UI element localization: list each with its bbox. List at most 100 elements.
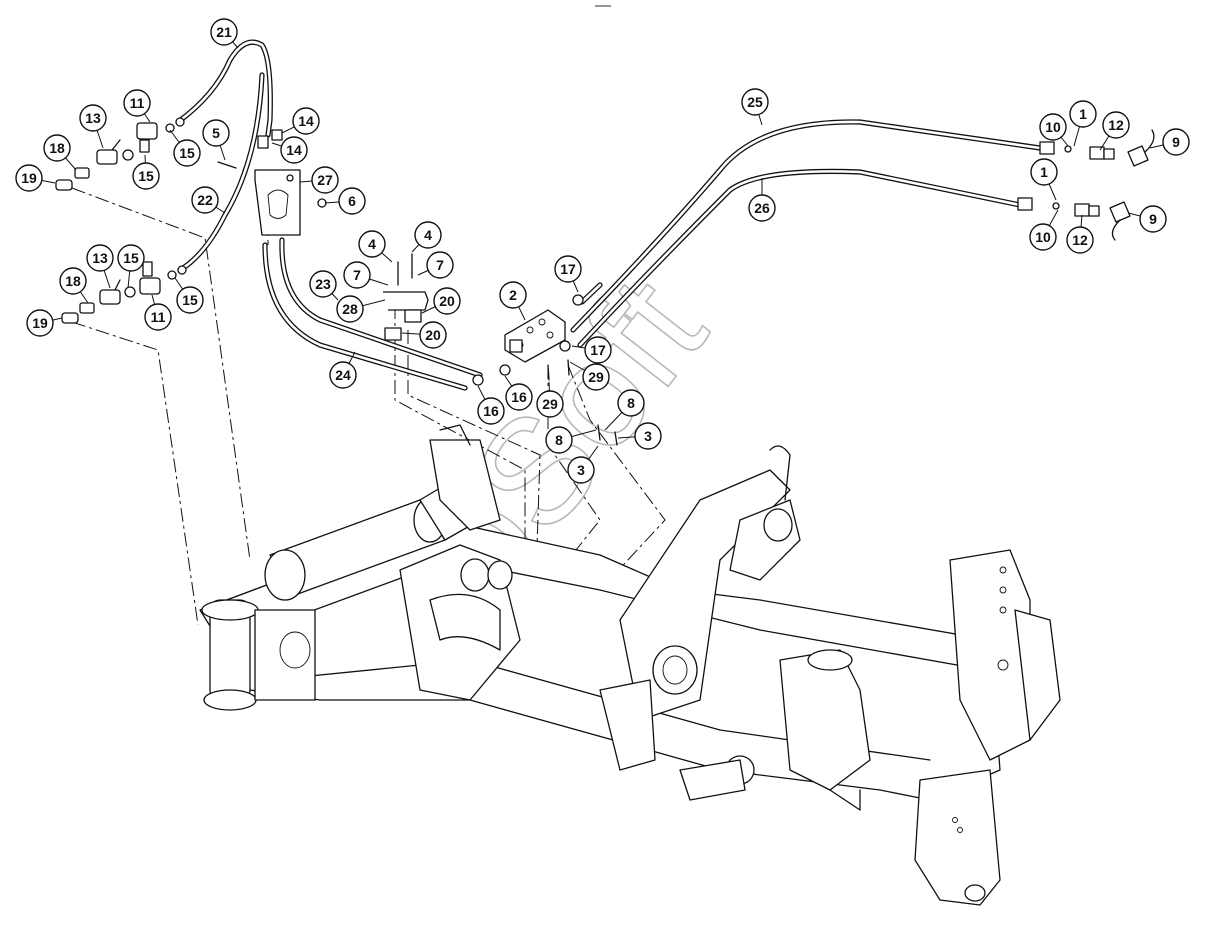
callout-circle bbox=[426, 251, 454, 279]
callout-label: 21 bbox=[216, 24, 232, 40]
callout-label: 9 bbox=[1172, 134, 1180, 150]
callout-label: 3 bbox=[577, 462, 585, 478]
callout-19: 19 bbox=[26, 309, 63, 337]
callout-label: 14 bbox=[298, 113, 314, 129]
callout-circle bbox=[1066, 226, 1094, 254]
callout-6: 6 bbox=[324, 187, 366, 215]
callout-7: 7 bbox=[343, 261, 389, 289]
callout-1: 1 bbox=[1069, 100, 1097, 147]
callout-label: 10 bbox=[1035, 229, 1051, 245]
callout-circle bbox=[505, 383, 533, 411]
callout-circle bbox=[202, 119, 230, 147]
callout-circle bbox=[117, 244, 145, 272]
callout-circle bbox=[1029, 223, 1057, 251]
callout-label: 12 bbox=[1108, 117, 1124, 133]
callout-label: 20 bbox=[439, 293, 455, 309]
callout-label: 20 bbox=[425, 327, 441, 343]
callout-13: 13 bbox=[79, 104, 107, 149]
callout-15: 15 bbox=[169, 129, 201, 167]
callout-label: 29 bbox=[588, 369, 604, 385]
callout-label: 15 bbox=[123, 250, 139, 266]
callout-circle bbox=[210, 18, 238, 46]
callout-label: 19 bbox=[32, 315, 48, 331]
callout-12: 12 bbox=[1099, 111, 1130, 151]
callout-14: 14 bbox=[271, 136, 308, 164]
callout-label: 15 bbox=[179, 145, 195, 161]
callout-circle bbox=[545, 426, 573, 454]
callout-17: 17 bbox=[554, 255, 582, 293]
callout-label: 19 bbox=[21, 170, 37, 186]
callout-label: 13 bbox=[85, 110, 101, 126]
callout-circle bbox=[336, 295, 364, 323]
callout-label: 29 bbox=[542, 396, 558, 412]
callout-circle bbox=[741, 88, 769, 116]
callout-circle bbox=[1139, 205, 1167, 233]
callout-circle bbox=[1162, 128, 1190, 156]
callout-label: 28 bbox=[342, 301, 358, 317]
callout-label: 4 bbox=[424, 227, 432, 243]
callout-label: 7 bbox=[436, 257, 444, 273]
callout-10: 10 bbox=[1039, 113, 1069, 147]
callout-label: 10 bbox=[1045, 119, 1061, 135]
callout-4: 4 bbox=[358, 230, 393, 263]
callout-15: 15 bbox=[132, 154, 160, 190]
callout-label: 22 bbox=[197, 192, 213, 208]
callout-label: 12 bbox=[1072, 232, 1088, 248]
callout-circle bbox=[433, 287, 461, 315]
callout-label: 1 bbox=[1079, 106, 1087, 122]
callout-26: 26 bbox=[748, 178, 776, 222]
callout-label: 7 bbox=[353, 267, 361, 283]
callout-9: 9 bbox=[1149, 128, 1190, 156]
fittings bbox=[55, 117, 1155, 446]
callout-label: 4 bbox=[368, 236, 376, 252]
callout-circle bbox=[567, 456, 595, 484]
callout-label: 18 bbox=[65, 273, 81, 289]
callout-label: 16 bbox=[511, 389, 527, 405]
callout-11: 11 bbox=[123, 89, 151, 123]
callout-label: 26 bbox=[754, 200, 770, 216]
callout-25: 25 bbox=[741, 88, 769, 126]
callout-10: 10 bbox=[1029, 209, 1059, 251]
callout-19: 19 bbox=[15, 164, 56, 192]
callout-label: 11 bbox=[130, 95, 145, 111]
callout-7: 7 bbox=[417, 251, 454, 279]
callout-label: 3 bbox=[644, 428, 652, 444]
callout-18: 18 bbox=[43, 134, 77, 171]
callout-23: 23 bbox=[309, 270, 339, 301]
callout-circle bbox=[191, 186, 219, 214]
callout-label: 9 bbox=[1149, 211, 1157, 227]
callout-label: 13 bbox=[92, 250, 108, 266]
callout-12: 12 bbox=[1066, 214, 1094, 254]
callout-label: 15 bbox=[182, 292, 198, 308]
callout-circle bbox=[26, 309, 54, 337]
callout-circle bbox=[419, 321, 447, 349]
callout-label: 16 bbox=[483, 403, 499, 419]
callout-circle bbox=[132, 162, 160, 190]
callout-circle bbox=[43, 134, 71, 162]
callout-circle bbox=[329, 361, 357, 389]
callout-label: 17 bbox=[590, 342, 606, 358]
callout-2: 2 bbox=[499, 281, 527, 321]
callout-label: 11 bbox=[151, 309, 166, 325]
callout-label: 27 bbox=[317, 172, 333, 188]
callout-label: 23 bbox=[315, 276, 331, 292]
callout-14: 14 bbox=[281, 107, 320, 135]
callout-3: 3 bbox=[567, 445, 599, 484]
callout-circle bbox=[617, 389, 645, 417]
callout-circle bbox=[1102, 111, 1130, 139]
callout-18: 18 bbox=[59, 267, 89, 304]
callout-20: 20 bbox=[421, 287, 461, 315]
callout-4: 4 bbox=[411, 221, 442, 253]
callout-label: 15 bbox=[138, 168, 154, 184]
callout-circle bbox=[414, 221, 442, 249]
callout-label: 6 bbox=[348, 193, 356, 209]
callout-circle bbox=[634, 422, 662, 450]
callout-16: 16 bbox=[504, 375, 533, 411]
callout-circle bbox=[292, 107, 320, 135]
callout-5: 5 bbox=[202, 119, 230, 161]
callout-3: 3 bbox=[617, 422, 662, 450]
callout-24: 24 bbox=[329, 351, 357, 389]
callout-circle bbox=[748, 194, 776, 222]
